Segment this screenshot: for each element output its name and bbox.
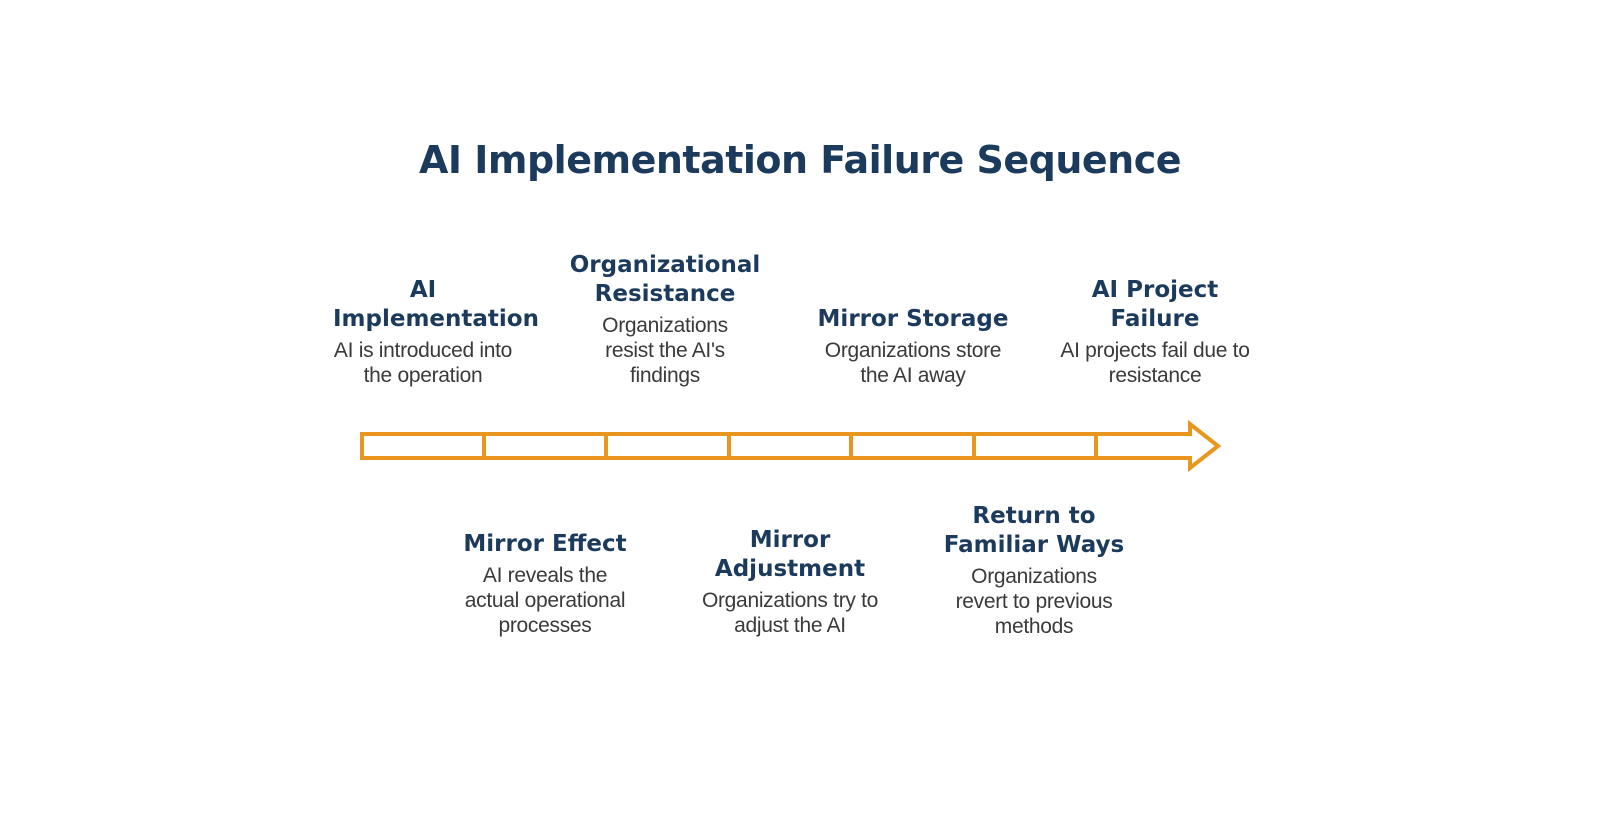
stage-ai-implementation: AI Implementation AI is introduced into … (313, 276, 539, 388)
diagram-title: AI Implementation Failure Sequence (418, 138, 1182, 182)
stage-ai-project-failure: AI Project Failure AI projects fail due … (1045, 276, 1265, 388)
stage-mirror-adjustment: Mirror Adjustment Organizations try to a… (680, 526, 900, 638)
stage-description: Organizations try to adjust the AI (701, 589, 879, 637)
timeline-arrow (360, 420, 1222, 472)
stage-return-to-familiar-ways: Return to Familiar Ways Organizations re… (924, 502, 1144, 639)
stage-title: Mirror Storage (817, 306, 1009, 332)
stage-description: AI projects fail due to resistance (1060, 339, 1250, 387)
stage-mirror-effect: Mirror Effect AI reveals the actual oper… (435, 530, 655, 638)
stage-mirror-storage: Mirror Storage Organizations store the A… (803, 305, 1023, 388)
stage-description: Organizations revert to previous methods (955, 565, 1113, 638)
stage-description: AI reveals the actual operational proces… (464, 564, 626, 637)
stage-description: Organizations resist the AI's findings (602, 314, 728, 387)
stage-title: Organizational Resistance (569, 252, 761, 307)
stage-title: AI Implementation (333, 277, 539, 332)
stage-description: AI is introduced into the operation (333, 339, 513, 387)
arrow-outline (360, 420, 1222, 472)
stage-title: Return to Familiar Ways (943, 503, 1125, 558)
stage-title: Mirror Effect (463, 531, 627, 557)
stage-title: AI Project Failure (1091, 277, 1219, 332)
stage-description: Organizations store the AI away (824, 339, 1002, 387)
stage-organizational-resistance: Organizational Resistance Organizations … (555, 251, 775, 388)
stage-title: Mirror Adjustment (714, 527, 866, 582)
